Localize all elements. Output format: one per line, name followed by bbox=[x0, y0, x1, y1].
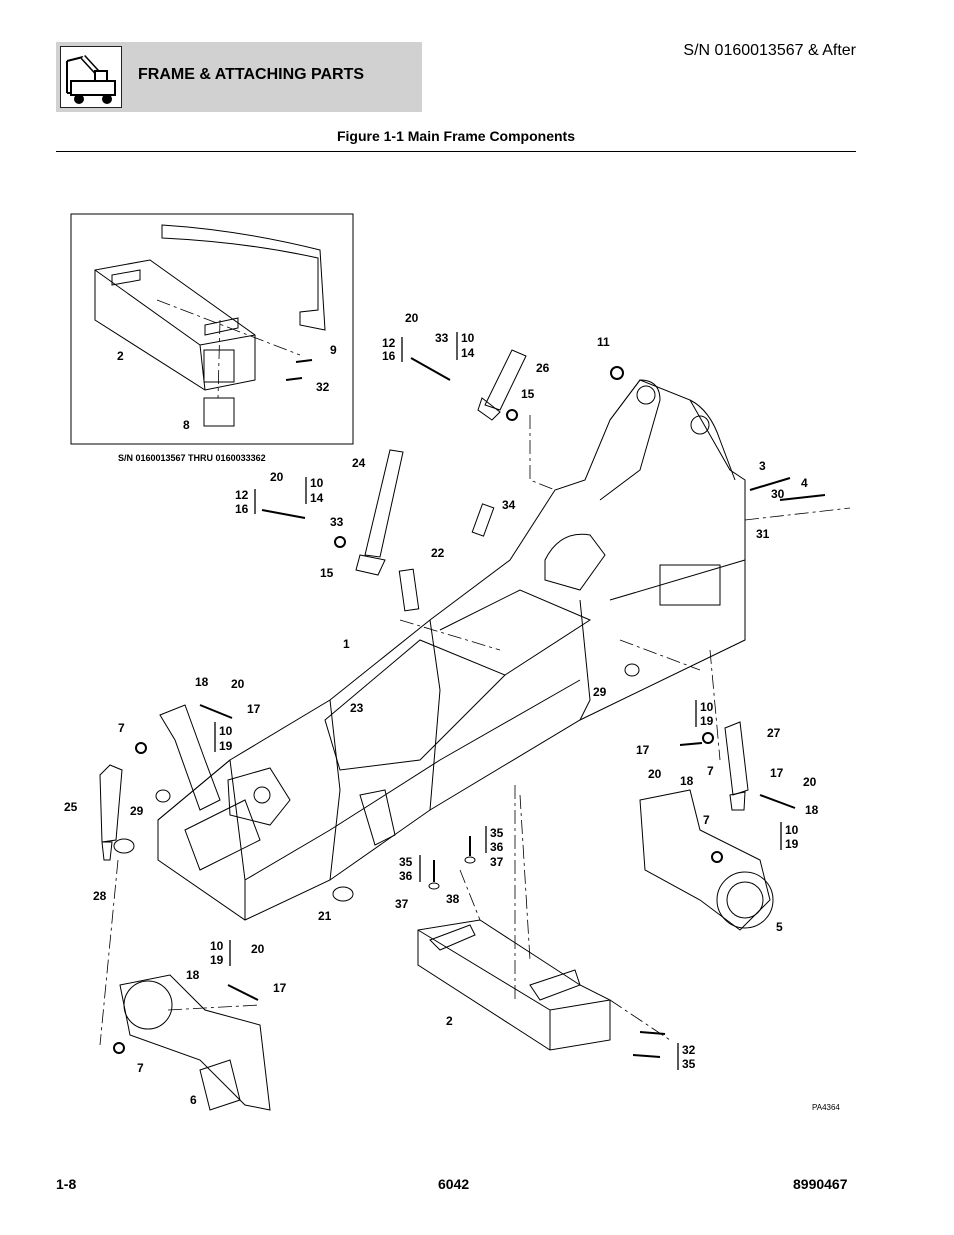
callout: 35 bbox=[682, 1057, 696, 1071]
callout: 20 bbox=[648, 767, 662, 781]
callout: 33 bbox=[435, 331, 449, 345]
callout: 20 bbox=[803, 775, 817, 789]
callout: 2 bbox=[117, 349, 124, 363]
inset-counterweight bbox=[94, 259, 256, 391]
callout: 12 bbox=[235, 488, 249, 502]
inset-box bbox=[70, 213, 354, 445]
callout: 22 bbox=[431, 546, 445, 560]
callout: 20 bbox=[231, 677, 245, 691]
callout: 16 bbox=[235, 502, 249, 516]
callout: 10 bbox=[461, 331, 475, 345]
callout: 8 bbox=[183, 418, 190, 432]
callout: 4 bbox=[801, 476, 808, 490]
callout: 25 bbox=[64, 800, 78, 814]
cylinder-24 bbox=[364, 449, 404, 558]
cylinder-27 bbox=[724, 721, 749, 796]
cylinder-26 bbox=[484, 349, 527, 411]
forklift-icon bbox=[60, 46, 122, 108]
callout: 24 bbox=[352, 456, 366, 470]
drawing-code: PA4364 bbox=[812, 1103, 840, 1112]
section-header: FRAME & ATTACHING PARTS bbox=[56, 42, 422, 112]
callout: 15 bbox=[320, 566, 334, 580]
callout: 21 bbox=[318, 909, 332, 923]
callout: 30 bbox=[771, 487, 785, 501]
callout: 27 bbox=[767, 726, 781, 740]
callout: 29 bbox=[593, 685, 607, 699]
model-number: 6042 bbox=[438, 1176, 470, 1192]
callout: 23 bbox=[350, 701, 364, 715]
callout: 10 bbox=[310, 476, 324, 490]
callout: 11 bbox=[597, 335, 610, 349]
callout: 7 bbox=[137, 1061, 144, 1075]
callout: 3 bbox=[759, 459, 766, 473]
callout: 17 bbox=[247, 702, 261, 716]
callout: 17 bbox=[770, 766, 784, 780]
callout: 32 bbox=[682, 1043, 696, 1057]
callout: 34 bbox=[502, 498, 516, 512]
cylinder-25 bbox=[99, 764, 123, 843]
callout: 26 bbox=[536, 361, 550, 375]
callout: 1 bbox=[343, 637, 350, 651]
serial-range: S/N 0160013567 & After bbox=[683, 42, 856, 59]
callout: 36 bbox=[490, 840, 504, 854]
callout: 5 bbox=[776, 920, 783, 934]
callout: 15 bbox=[521, 387, 535, 401]
callout: 6 bbox=[190, 1093, 197, 1107]
callout: 19 bbox=[700, 714, 714, 728]
callout: 10 bbox=[210, 939, 224, 953]
callout: 36 bbox=[399, 869, 413, 883]
callout: 31 bbox=[756, 527, 770, 541]
callout: 20 bbox=[405, 311, 419, 325]
header-rule bbox=[56, 151, 856, 152]
callout: 38 bbox=[446, 892, 460, 906]
callout: 28 bbox=[93, 889, 107, 903]
callout-labels: 2 9 32 8 20 12 16 33 10 14 26 11 15 24 2… bbox=[64, 311, 819, 1107]
callout: 35 bbox=[399, 855, 413, 869]
callout: 33 bbox=[330, 515, 344, 529]
figure-title: Figure 1-1 Main Frame Components bbox=[336, 128, 576, 144]
callout: 18 bbox=[805, 803, 819, 817]
callout: 20 bbox=[251, 942, 265, 956]
callout: 10 bbox=[700, 700, 714, 714]
part-number: 8990467 bbox=[793, 1176, 848, 1192]
inset-cover bbox=[161, 224, 326, 331]
callout: 17 bbox=[636, 743, 650, 757]
callout: 19 bbox=[785, 837, 799, 851]
callout: 37 bbox=[490, 855, 504, 869]
front-axle bbox=[119, 974, 271, 1111]
callout: 10 bbox=[219, 724, 233, 738]
callout: 17 bbox=[273, 981, 287, 995]
callout: 2 bbox=[446, 1014, 453, 1028]
inset-caption: S/N 0160013567 THRU 0160033362 bbox=[118, 453, 266, 463]
page-number: 1-8 bbox=[56, 1176, 77, 1192]
callout: 16 bbox=[382, 349, 396, 363]
callout: 14 bbox=[461, 346, 475, 360]
callout: 29 bbox=[130, 804, 144, 818]
callout: 9 bbox=[330, 343, 337, 357]
callout: 18 bbox=[680, 774, 694, 788]
callout: 19 bbox=[219, 739, 233, 753]
callout: 7 bbox=[118, 721, 125, 735]
callout: 19 bbox=[210, 953, 224, 967]
callout: 7 bbox=[707, 764, 714, 778]
lower-counterweight bbox=[417, 919, 611, 1051]
callout: 20 bbox=[270, 470, 284, 484]
callout: 14 bbox=[310, 491, 324, 505]
rear-axle bbox=[639, 789, 771, 931]
callout: 18 bbox=[186, 968, 200, 982]
callout: 12 bbox=[382, 336, 396, 350]
callout: 35 bbox=[490, 826, 504, 840]
callout: 10 bbox=[785, 823, 799, 837]
callout: 32 bbox=[316, 380, 330, 394]
callout: 7 bbox=[703, 813, 710, 827]
callout: 37 bbox=[395, 897, 409, 911]
section-title: FRAME & ATTACHING PARTS bbox=[138, 66, 365, 83]
callout: 18 bbox=[195, 675, 209, 689]
